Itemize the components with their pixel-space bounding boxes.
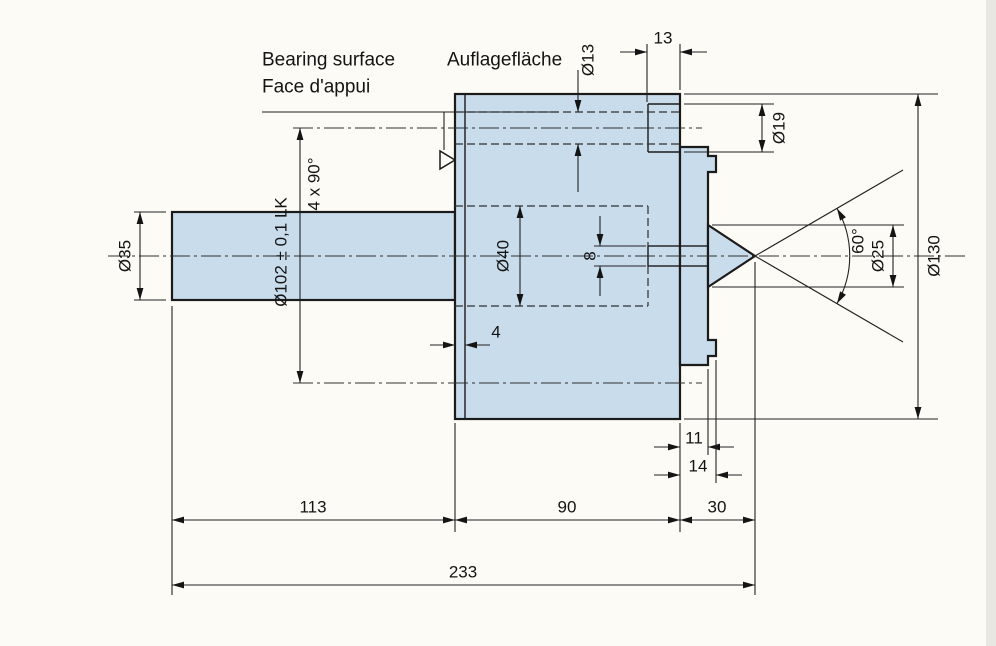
surface-symbol-icon: [439, 149, 457, 171]
dim-bore-diameter: Ø40: [494, 206, 524, 306]
dim-cone-angle-label: 60°: [849, 228, 868, 254]
bearing-surface-label-de: Auflagefläche: [447, 50, 562, 71]
dim-flange-diameter: Ø130: [684, 93, 944, 420]
extension-lines: [134, 211, 166, 301]
dim-pin-size-label: 8: [581, 251, 600, 260]
bore-hidden-lines: [455, 205, 649, 307]
bearing-surface-callout: Bearing surface Face d'appui Auflagefläc…: [262, 50, 562, 171]
dim-counterbore-diameter: Ø19: [684, 103, 789, 153]
dim-body-length-label: 90: [558, 498, 577, 517]
dim-flange-diameter-label: Ø130: [925, 235, 944, 277]
dim-bolt-circle: Ø102 ± 0,1 LK: [272, 128, 304, 383]
dim-total-length: 233: [172, 563, 755, 589]
dim-shaft-diameter: Ø35: [116, 211, 166, 301]
annotation-hole-pattern: 4 x 90°: [305, 157, 324, 210]
dim-cone-angle: 60°: [754, 169, 904, 343]
bearing-surface-label-fr: Face d'appui: [262, 77, 370, 98]
dim-nose-length-label: 30: [708, 498, 727, 517]
dim-counterbore-depth-label: 13: [654, 29, 673, 48]
page-edge: [986, 0, 996, 646]
dim-shaft-diameter-label: Ø35: [116, 240, 135, 272]
extension-lines: [646, 44, 681, 102]
dim-land-width-label: 4: [491, 323, 500, 342]
dim-total-length-label: 233: [449, 563, 477, 582]
dim-nose-step-2: 14: [654, 360, 742, 483]
dim-cone-diameter: Ø25: [712, 224, 904, 288]
angle-arc: [836, 208, 851, 304]
dim-nose-step-1-label: 11: [685, 429, 703, 448]
dim-counterbore-diameter-label: Ø19: [770, 112, 789, 144]
extension-lines: [594, 245, 646, 267]
centerlines: [108, 127, 966, 384]
bottom-extension-lines: [171, 262, 756, 595]
leader-line: [262, 111, 558, 150]
extension-lines: [171, 262, 756, 595]
dim-pin-size: 8: [581, 216, 646, 296]
dim-nose-length: 30: [680, 498, 755, 524]
dim-land-width: 4: [430, 323, 501, 349]
dim-body-length: 90: [455, 498, 680, 524]
dim-bore-diameter-label: Ø40: [494, 240, 513, 272]
hole-pattern-label: 4 x 90°: [305, 157, 324, 210]
dim-nose-step-2-label: 14: [689, 457, 708, 476]
dim-nose-step-1: 11: [654, 369, 734, 455]
extension-lines: [684, 103, 774, 153]
dim-hole-diameter-label: Ø13: [579, 44, 598, 76]
dim-hole-diameter: Ø13: [574, 44, 598, 192]
dim-shaft-length-label: 113: [299, 498, 326, 517]
dim-bolt-circle-label: Ø102 ± 0,1 LK: [272, 197, 291, 307]
dim-cone-diameter-label: Ø25: [869, 240, 888, 272]
dim-counterbore-depth: 13: [620, 29, 707, 102]
dim-shaft-length: 113: [172, 498, 455, 524]
extension-lines: [712, 224, 904, 288]
cone-flank-lines: [754, 169, 904, 343]
bearing-surface-label-en: Bearing surface: [262, 50, 395, 71]
extension-lines: [684, 93, 938, 420]
